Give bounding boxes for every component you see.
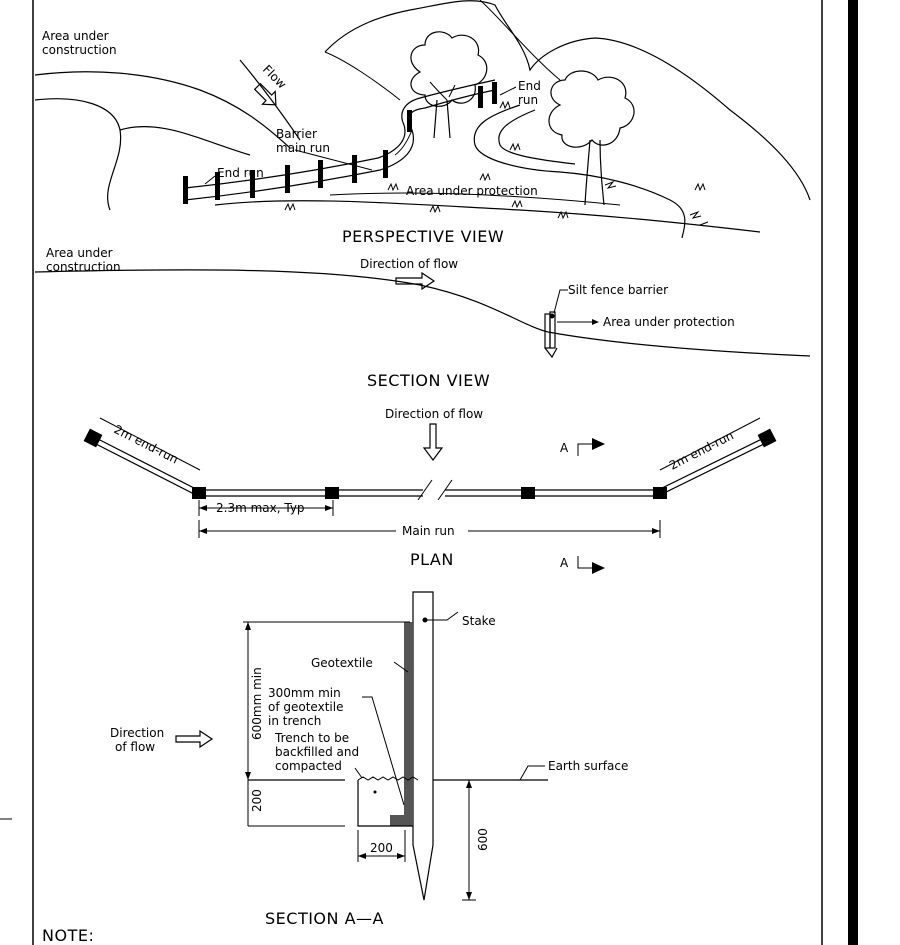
post — [192, 487, 206, 499]
fence-line — [445, 441, 769, 497]
trench-note-label: compacted — [275, 759, 342, 773]
area-construction-label: construction — [46, 260, 121, 274]
area-construction-label: Area under — [42, 29, 109, 43]
plan-title: PLAN — [410, 550, 454, 569]
stake — [412, 591, 434, 901]
leader-line — [393, 661, 409, 673]
post — [83, 428, 103, 448]
silt-fence-barrier — [183, 79, 497, 204]
end-run-label: End run — [217, 166, 264, 180]
break-line — [417, 479, 453, 501]
section-aa-title: SECTION A—A — [265, 909, 384, 928]
trench-note-label: backfilled and — [275, 745, 359, 759]
ground-profile — [34, 269, 811, 357]
terrain-line — [119, 126, 251, 156]
dimension-line — [659, 417, 761, 471]
dimension-line — [99, 417, 201, 471]
geotextile-trench-label: in trench — [268, 714, 321, 728]
leader-line — [426, 611, 459, 621]
terrain-line — [34, 98, 122, 211]
flow-arrow-icon — [422, 423, 444, 461]
stream-ripples — [604, 180, 709, 226]
perspective-view-title: PERSPECTIVE VIEW — [342, 227, 504, 246]
svg-text:A: A — [560, 556, 569, 570]
leader-line — [354, 767, 363, 779]
leader-line — [499, 86, 517, 96]
post — [757, 428, 777, 448]
note-heading: NOTE: — [42, 926, 94, 945]
silt-fence-barrier-label: Silt fence barrier — [568, 283, 668, 297]
post — [325, 487, 339, 499]
stake-marker — [422, 617, 428, 623]
terrain-line — [239, 59, 301, 141]
trench — [357, 780, 413, 827]
silt-fence-barrier — [544, 311, 558, 359]
section-view-title: SECTION VIEW — [367, 371, 490, 390]
section-aa: 600mm min 200 200 600 Direction of flow … — [110, 591, 628, 928]
terrain-line — [329, 192, 621, 206]
hill-outline — [324, 51, 401, 101]
end-run-label: 2m end-run — [112, 422, 181, 466]
leader-line — [204, 175, 216, 185]
stake-label: Stake — [462, 614, 496, 628]
geotextile-trench-label: of geotextile — [268, 700, 343, 714]
area-construction-label: Area under — [46, 246, 113, 260]
barrier-main-run-label: Barrier — [276, 127, 317, 141]
direction-of-flow-label: Direction — [110, 726, 164, 740]
perspective-view: Area under construction Flow Barrier mai… — [34, 0, 811, 246]
post — [521, 487, 535, 499]
dimension-label: 600mm min — [250, 667, 264, 740]
leader-line — [553, 289, 568, 314]
section-marker: A — [560, 556, 605, 574]
section-view: Area under construction Direction of flo… — [34, 246, 811, 390]
flow-arrow-icon — [175, 729, 214, 749]
stream-line — [498, 109, 576, 165]
flow-arrow-icon — [395, 271, 436, 291]
backfill-surface — [357, 776, 419, 781]
leader-line — [362, 696, 405, 806]
barrier-main-run-label: main run — [276, 141, 330, 155]
flow-arrow-icon — [253, 82, 277, 106]
geotextile-trench-label: 300mm min — [268, 686, 341, 700]
plan-view: Direction of flow 2m end-run 2m end-run … — [83, 407, 777, 574]
section-marker: A — [560, 438, 605, 456]
post — [653, 487, 667, 499]
tree-icon — [548, 70, 635, 206]
terrain-line — [34, 71, 291, 149]
dimension-label: 200 — [370, 841, 393, 855]
tree-icon — [410, 31, 488, 139]
dimension-label: 200 — [250, 789, 264, 812]
leader-line — [519, 765, 545, 781]
area-protection-label: Area under protection — [603, 315, 735, 329]
hill-outline — [479, 0, 561, 81]
dimension-label: 600 — [476, 828, 490, 851]
main-run-label: Main run — [402, 524, 455, 538]
hill-outline — [324, 0, 811, 201]
direction-of-flow-label: Direction of flow — [360, 257, 458, 271]
dimension-line — [198, 520, 661, 538]
svg-text:A: A — [560, 441, 569, 455]
stream-line — [473, 104, 686, 239]
spacing-label: 2.3m max, Typ — [216, 501, 305, 515]
end-run-label: End — [518, 79, 541, 93]
direction-of-flow-label: Direction of flow — [385, 407, 483, 421]
dimension-line — [243, 621, 410, 780]
area-protection-label: Area under protection — [406, 184, 538, 198]
geotextile — [404, 622, 413, 820]
terrain-line — [214, 200, 761, 233]
direction-of-flow-label: of flow — [115, 740, 155, 754]
grass-tufts — [284, 100, 706, 220]
trench-note-label: Trench to be — [274, 731, 349, 745]
earth-surface-label: Earth surface — [548, 759, 628, 773]
drawing-frame — [0, 0, 858, 945]
end-run-label: run — [518, 93, 538, 107]
geotextile — [390, 815, 413, 826]
geotextile-label: Geotextile — [311, 656, 373, 670]
fence-line — [91, 441, 423, 497]
end-run-label: 2m end-run — [667, 428, 736, 472]
dimension-line — [462, 779, 476, 901]
leader-line — [294, 149, 373, 171]
area-construction-label: construction — [42, 43, 117, 57]
